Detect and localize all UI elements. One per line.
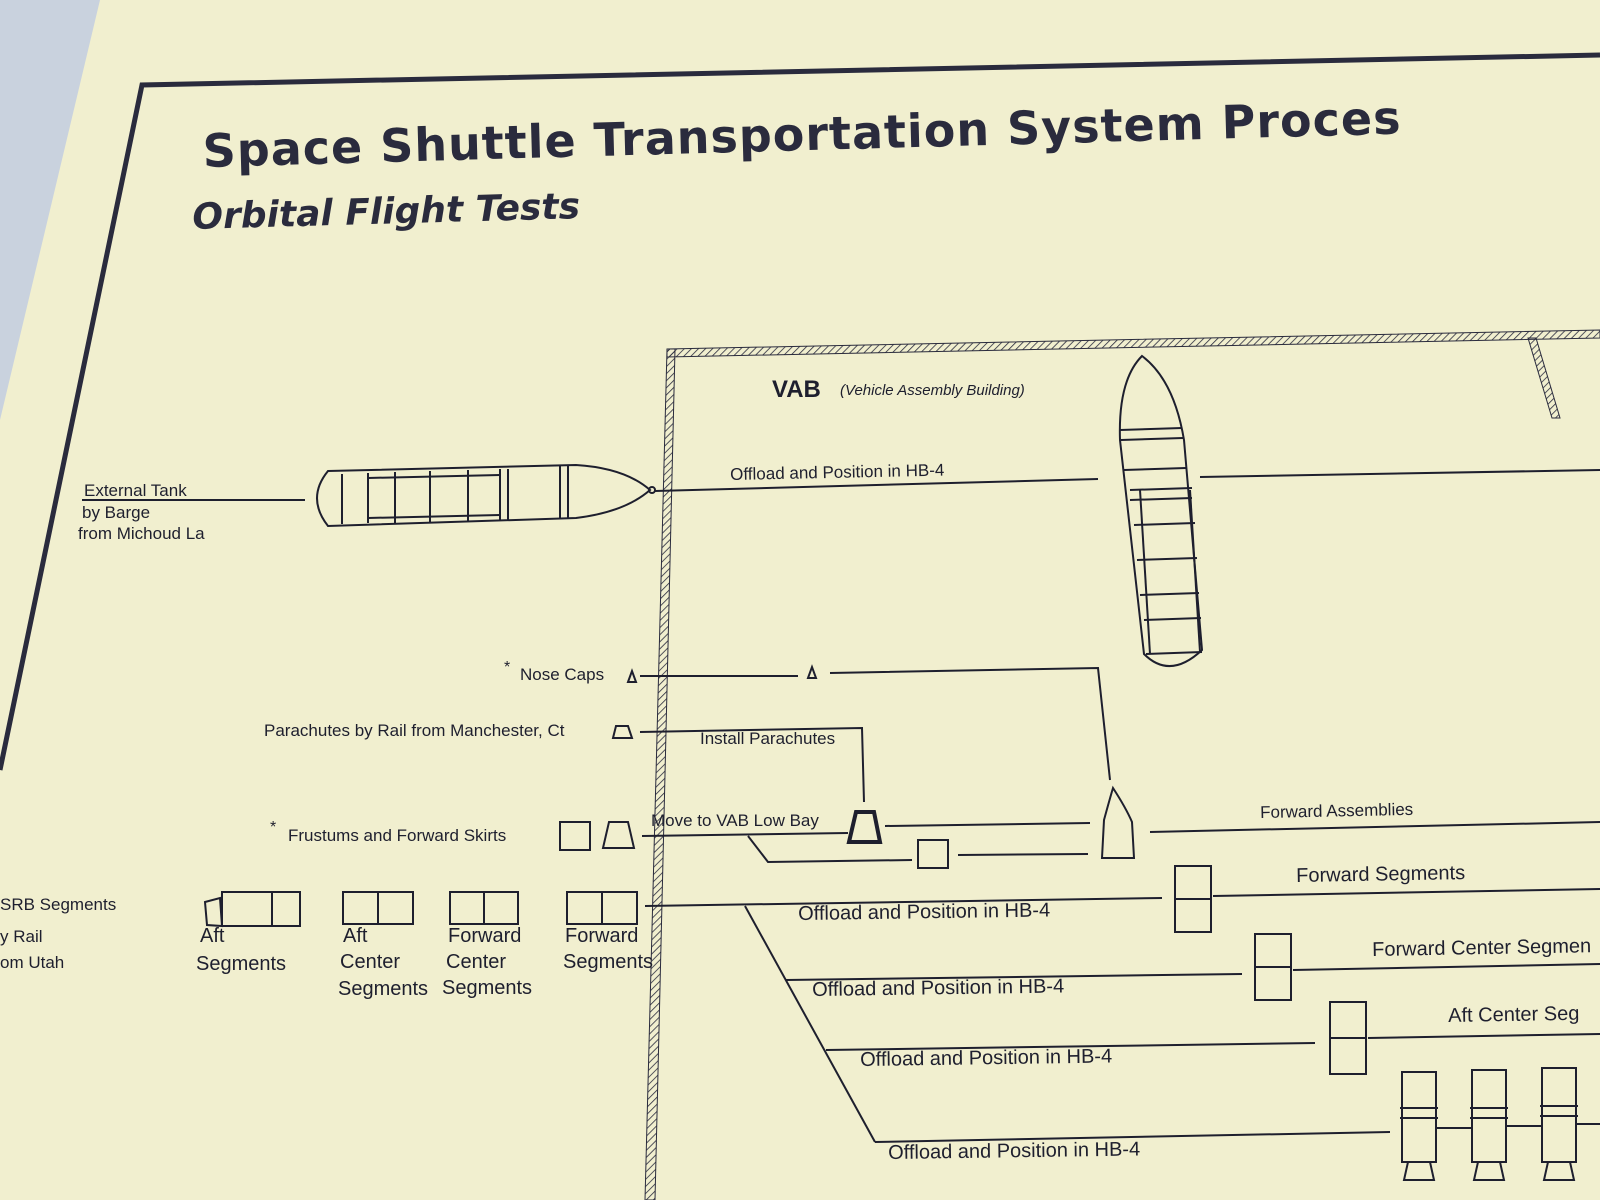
forward-segments-label-2: Segments — [563, 951, 654, 973]
nose-caps-label: Nose Caps — [520, 665, 605, 684]
install-parachutes-label: Install Parachutes — [700, 729, 836, 748]
forward-center-segment-stack — [1254, 933, 1292, 1001]
forward-center-label-1: Forward — [448, 925, 522, 947]
srb-main-line — [644, 897, 1163, 907]
parachute-line — [639, 726, 865, 803]
forward-center-output-label: Forward Center Segmen — [1371, 935, 1592, 961]
nose-cap-icon — [626, 668, 638, 683]
forward-segments-label-1: Forward — [565, 925, 639, 947]
offload-label-2: Offload and Position in HB-4 — [811, 975, 1065, 1001]
nose-cap-icon-2 — [806, 664, 818, 679]
vab-sublabel: (Vehicle Assembly Building) — [840, 382, 1025, 399]
offload-label-1: Offload and Position in HB-4 — [797, 899, 1051, 925]
forward-center-segment-icon — [449, 891, 519, 925]
vab-wall-left — [644, 348, 676, 1200]
skirt-box-icon — [917, 839, 949, 869]
forward-center-label-2: Center — [446, 951, 507, 973]
aft-segments-label-2: Segments — [196, 953, 287, 975]
forward-segment-stack — [1174, 865, 1212, 933]
branch-2 — [825, 1042, 1316, 1051]
external-tank-horizontal — [316, 463, 656, 528]
frustums-star: * — [270, 819, 277, 836]
low-bay-branch — [747, 835, 913, 864]
aft-segments-label-1: Aft — [200, 925, 225, 947]
forward-assemblies-line — [1149, 821, 1600, 833]
parachutes-label: Parachutes by Rail from Manchester, Ct — [264, 721, 565, 740]
srb-label-line1: SRB Segments — [0, 895, 117, 914]
srb-label-line2: y Rail — [0, 927, 43, 946]
move-low-bay-label: Move to VAB Low Bay — [651, 811, 819, 830]
aft-center-segment-stack — [1329, 1001, 1367, 1075]
aft-segment-nozzle-3 — [1540, 1067, 1578, 1181]
et-label-line3: from Michoud La — [78, 524, 205, 543]
et-exit-line — [1199, 469, 1600, 478]
frustums-label: Frustums and Forward Skirts — [288, 826, 507, 845]
vab-wall-top — [666, 329, 1600, 358]
vab-label: VAB — [772, 376, 821, 403]
et-label-line2: by Barge — [82, 503, 151, 522]
aft-center-segment-icon — [342, 891, 414, 925]
parachute-icon — [611, 725, 634, 739]
aft-center-output-label: Aft Center Seg — [1447, 1002, 1580, 1027]
forward-center-label-3: Segments — [442, 977, 533, 999]
srb-label-line3: om Utah — [0, 953, 65, 972]
branch-1 — [785, 973, 1243, 981]
forward-segment-icon — [566, 891, 638, 925]
et-label-line1: External Tank — [84, 481, 187, 500]
et-offload-line — [654, 478, 1099, 492]
offload-label-3: Offload and Position in HB-4 — [859, 1045, 1113, 1071]
aft-center-label-3: Segments — [338, 978, 429, 1000]
forward-segments-output-label: Forward Segments — [1295, 862, 1466, 887]
aft-segment-nozzle-1 — [1400, 1071, 1438, 1181]
et-offload-label: Offload and Position in HB-4 — [729, 460, 945, 484]
poster-border — [0, 52, 1600, 771]
vab-wall-right — [1527, 337, 1561, 419]
external-tank-vertical — [1118, 354, 1204, 668]
forward-assembly-cone — [1100, 785, 1136, 859]
forward-skirt-icon — [601, 821, 636, 849]
aft-center-label-1: Aft — [343, 925, 368, 947]
aft-center-label-2: Center — [340, 951, 401, 973]
frustum-icon — [559, 821, 591, 851]
branch-3 — [874, 1131, 1391, 1143]
srb-trunk — [744, 905, 876, 1143]
forward-assemblies-label: Forward Assemblies — [1259, 799, 1414, 822]
offload-label-4: Offload and Position in HB-4 — [887, 1138, 1141, 1164]
aft-segment-icon — [203, 891, 301, 928]
nose-caps-star: * — [504, 659, 511, 676]
aft-segment-nozzle-2 — [1470, 1069, 1508, 1181]
nose-caps-line — [829, 666, 1111, 781]
assembly-trap-icon — [846, 810, 883, 844]
